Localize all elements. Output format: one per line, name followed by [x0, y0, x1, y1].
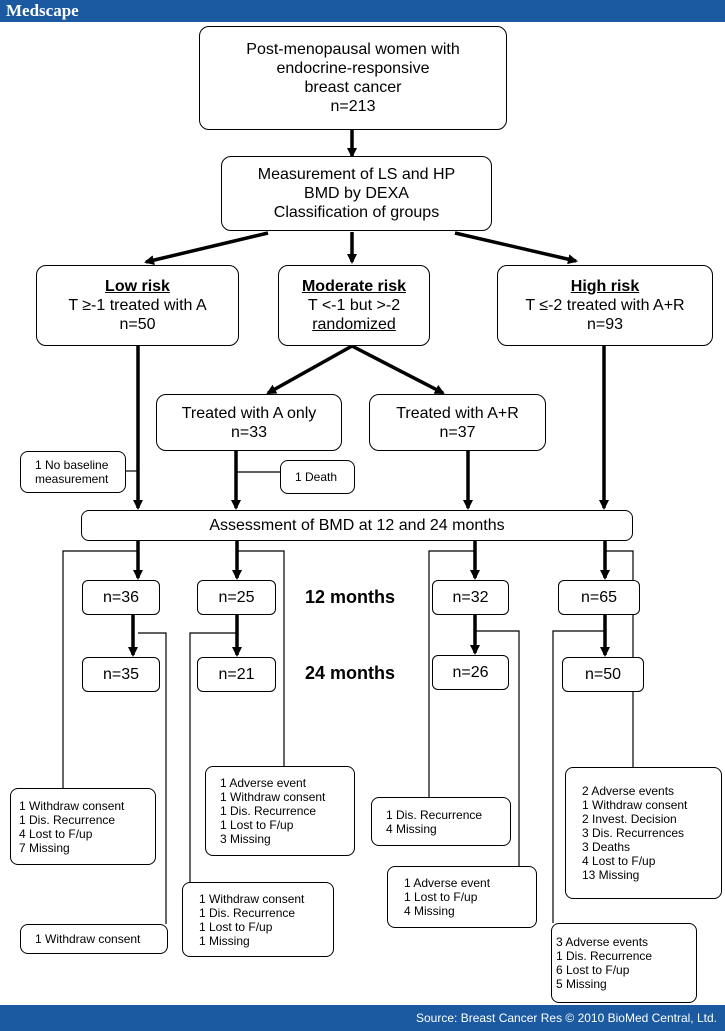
high-risk-box: High risk T ≤-2 treated with A+R n=93	[497, 265, 713, 346]
label-12-months: 12 months	[305, 587, 396, 607]
low-12m-count: n=36	[102, 589, 140, 606]
note-line: 1 Withdraw consent	[220, 790, 326, 804]
a-only-24m-box: n=21	[197, 657, 276, 692]
death-text: 1 Death	[295, 470, 338, 484]
high-risk-title: High risk	[570, 278, 640, 295]
header-bar: Medscape	[0, 0, 725, 22]
note-line: 1 Withdraw consent	[199, 891, 305, 906]
note-line: 4 Missing	[404, 904, 455, 918]
a-r-count: n=37	[439, 423, 476, 441]
arrow-to-a-r	[351, 344, 445, 395]
note-line: 1 Withdraw consent	[582, 798, 688, 812]
note-line: 4 Lost to F/up	[19, 826, 93, 841]
high-12m-box: n=65	[558, 580, 640, 615]
arrow-to-high	[454, 231, 578, 265]
note-line: 13 Missing	[582, 868, 640, 882]
note-line: 1 Dis. Recurrence	[386, 807, 483, 822]
low-24m-box: n=35	[82, 657, 160, 692]
note-line: 5 Missing	[556, 977, 607, 991]
note-line: 1 Dis. Recurrence	[19, 812, 116, 827]
note-line: 1 Lost to F/up	[199, 919, 273, 934]
source-credit: Source: Breast Cancer Res © 2010 BioMed …	[416, 1011, 717, 1025]
moderate-risk-box: Moderate risk T <-1 but >-2 randomized	[278, 265, 430, 346]
high-risk-criteria: T ≤-2 treated with A+R	[525, 297, 685, 314]
label-24-months: 24 months	[305, 663, 396, 683]
note-line: 1 Adverse event	[404, 876, 491, 890]
a-only-12m-dropout-note: 1 Adverse event 1 Withdraw consent 1 Dis…	[205, 766, 355, 856]
a-r-12m-dropout-note: 1 Dis. Recurrence 4 Missing	[371, 797, 511, 846]
population-count: n=213	[330, 98, 376, 115]
low-12m-box: n=36	[82, 580, 160, 615]
a-r-12m-count: n=32	[452, 589, 489, 606]
note-line: 1 Lost to F/up	[404, 890, 478, 904]
a-r-box: Treated with A+R n=37	[369, 394, 546, 451]
note-line: 2 Invest. Decision	[582, 812, 677, 826]
a-r-12m-box: n=32	[432, 580, 509, 615]
moderate-risk-criteria: T <-1 but >-2	[307, 297, 401, 314]
note-line: 1 Dis. Recurrence	[199, 905, 296, 920]
moderate-risk-randomized: randomized	[312, 316, 396, 333]
a-only-label: Treated with A only	[181, 404, 317, 422]
low-risk-criteria: T ≥-1 treated with A	[68, 297, 207, 314]
a-only-12m-box: n=25	[197, 580, 276, 615]
note-line: 7 Missing	[19, 840, 70, 855]
assessment-box: Assessment of BMD at 12 and 24 months	[81, 510, 633, 541]
high-12m-count: n=65	[580, 589, 618, 606]
a-only-24m-dropout-note: 1 Withdraw consent 1 Dis. Recurrence 1 L…	[182, 882, 334, 957]
footer-bar: Source: Breast Cancer Res © 2010 BioMed …	[0, 1005, 725, 1031]
measurement-line-3: Classification of groups	[273, 204, 440, 221]
note-line: 3 Adverse events	[556, 935, 649, 949]
a-r-24m-count: n=26	[452, 664, 489, 681]
note-line: 3 Deaths	[582, 840, 631, 854]
arrow-to-a-only	[266, 344, 353, 395]
death-note: 1 Death	[280, 460, 355, 494]
note-line: 2 Adverse events	[582, 784, 675, 798]
population-line-3: breast cancer	[304, 79, 402, 96]
measurement-line-2: BMD by DEXA	[304, 185, 409, 202]
low-24m-count: n=35	[102, 666, 140, 683]
measurement-line-1: Measurement of LS and HP	[257, 166, 456, 183]
note-line: 1 Withdraw consent	[19, 798, 125, 813]
assessment-text: Assessment of BMD at 12 and 24 months	[209, 517, 505, 534]
arrow-to-low	[144, 231, 269, 266]
high-12m-dropout-note: 2 Adverse events 1 Withdraw consent 2 In…	[565, 767, 722, 899]
population-line-2: endocrine-responsive	[276, 60, 430, 77]
a-only-box: Treated with A only n=33	[156, 394, 342, 451]
a-r-24m-dropout-note: 1 Adverse event 1 Lost to F/up 4 Missing	[387, 866, 537, 928]
note-line: 4 Lost to F/up	[582, 854, 656, 868]
note-line: 1 Lost to F/up	[220, 818, 294, 832]
population-box: Post-menopausal women with endocrine-res…	[199, 26, 507, 130]
note-line: 3 Dis. Recurrences	[582, 826, 685, 840]
note-line: 6 Lost to F/up	[556, 963, 630, 977]
high-24m-count: n=50	[584, 666, 622, 683]
low-risk-box: Low risk T ≥-1 treated with A n=50	[36, 265, 239, 346]
note-line: 1 Dis. Recurrence	[220, 804, 317, 818]
a-r-24m-box: n=26	[432, 655, 509, 690]
note-line: 1 Adverse event	[220, 776, 307, 790]
moderate-risk-title: Moderate risk	[301, 278, 407, 295]
a-only-count: n=33	[230, 423, 268, 441]
medscape-logo: Medscape	[6, 1, 79, 20]
low-24m-dropout-note: 1 Withdraw consent	[20, 924, 168, 954]
no-baseline-note: 1 No baseline measurement	[20, 451, 126, 493]
note-line: 1 Withdraw consent	[35, 932, 141, 946]
no-baseline-line-1: 1 No baseline	[35, 458, 109, 472]
low-risk-count: n=50	[119, 316, 156, 333]
low-12m-dropout-note: 1 Withdraw consent 1 Dis. Recurrence 4 L…	[10, 788, 156, 865]
a-only-24m-count: n=21	[218, 666, 255, 683]
note-line: 1 Dis. Recurrence	[556, 949, 653, 963]
population-line-1: Post-menopausal women with	[246, 41, 460, 58]
a-only-12m-count: n=25	[218, 589, 255, 606]
high-risk-count: n=93	[586, 316, 624, 333]
low-risk-title: Low risk	[105, 278, 170, 295]
high-24m-dropout-note: 3 Adverse events 1 Dis. Recurrence 6 Los…	[551, 923, 697, 1003]
note-line: 3 Missing	[220, 832, 271, 846]
a-r-label: Treated with A+R	[396, 404, 519, 422]
high-24m-box: n=50	[562, 657, 644, 692]
note-line: 4 Missing	[386, 821, 437, 836]
measurement-box: Measurement of LS and HP BMD by DEXA Cla…	[221, 156, 492, 231]
note-line: 1 Missing	[199, 933, 250, 948]
no-baseline-line-2: measurement	[35, 472, 109, 486]
